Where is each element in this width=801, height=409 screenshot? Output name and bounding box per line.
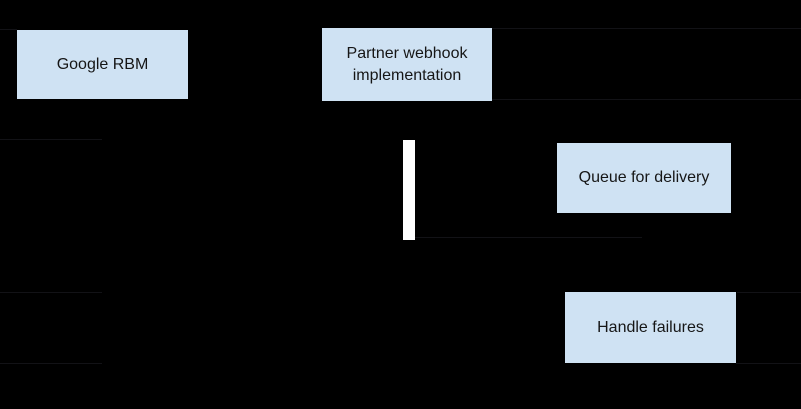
message-line-bottom-left [0,363,102,364]
node-partner-webhook: Partner webhook implementation [322,28,492,101]
activation-bar [403,140,415,240]
node-handle-failures: Handle failures [565,292,736,363]
message-line-to-google-rbm [0,139,102,140]
node-partner-webhook-label: Partner webhook implementation [346,44,468,84]
message-line-to-queue [415,237,642,238]
node-google-rbm: Google RBM [17,30,188,99]
message-line-upper-right [492,99,801,100]
node-google-rbm-label: Google RBM [56,55,149,73]
node-queue-for-delivery-label: Queue for delivery [578,169,710,186]
message-line-top-right [492,28,801,29]
message-line-mid-left [0,292,102,293]
node-handle-failures-label: Handle failures [597,318,704,336]
message-line-mid-right [737,292,801,293]
node-queue-for-delivery: Queue for delivery [557,143,731,213]
message-line-bottom-right [736,363,801,364]
message-line-top-left [0,29,17,30]
